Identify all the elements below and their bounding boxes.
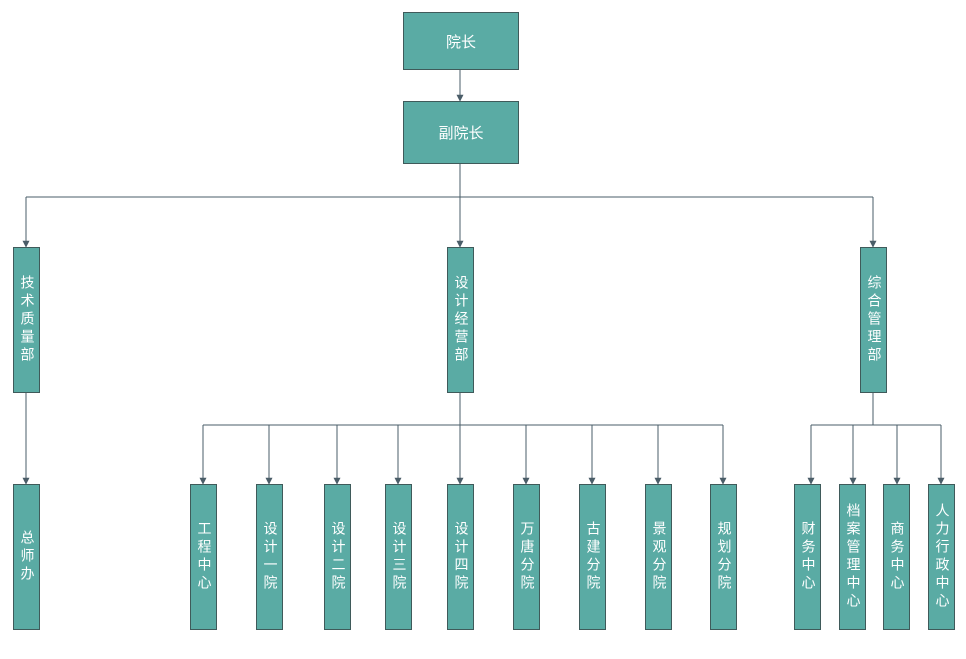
node-design-child[interactable]: 设计二院	[324, 484, 351, 630]
node-design-child[interactable]: 规划分院	[710, 484, 737, 630]
node-design-child[interactable]: 景观分院	[645, 484, 672, 630]
node-admin-child[interactable]: 商务中心	[883, 484, 910, 630]
node-root[interactable]: 院长	[403, 12, 519, 70]
node-dept-admin[interactable]: 综合管理部	[860, 247, 887, 393]
node-design-child[interactable]: 古建分院	[579, 484, 606, 630]
node-dept-tech[interactable]: 技术质量部	[13, 247, 40, 393]
node-design-child[interactable]: 工程中心	[190, 484, 217, 630]
node-admin-child[interactable]: 人力行政中心	[928, 484, 955, 630]
node-dept-design[interactable]: 设计经营部	[447, 247, 474, 393]
node-tech-child[interactable]: 总师办	[13, 484, 40, 630]
node-design-child[interactable]: 设计四院	[447, 484, 474, 630]
node-vice[interactable]: 副院长	[403, 101, 519, 164]
node-design-child[interactable]: 设计一院	[256, 484, 283, 630]
node-design-child[interactable]: 万唐分院	[513, 484, 540, 630]
node-design-child[interactable]: 设计三院	[385, 484, 412, 630]
node-admin-child[interactable]: 财务中心	[794, 484, 821, 630]
node-admin-child[interactable]: 档案管理中心	[839, 484, 866, 630]
